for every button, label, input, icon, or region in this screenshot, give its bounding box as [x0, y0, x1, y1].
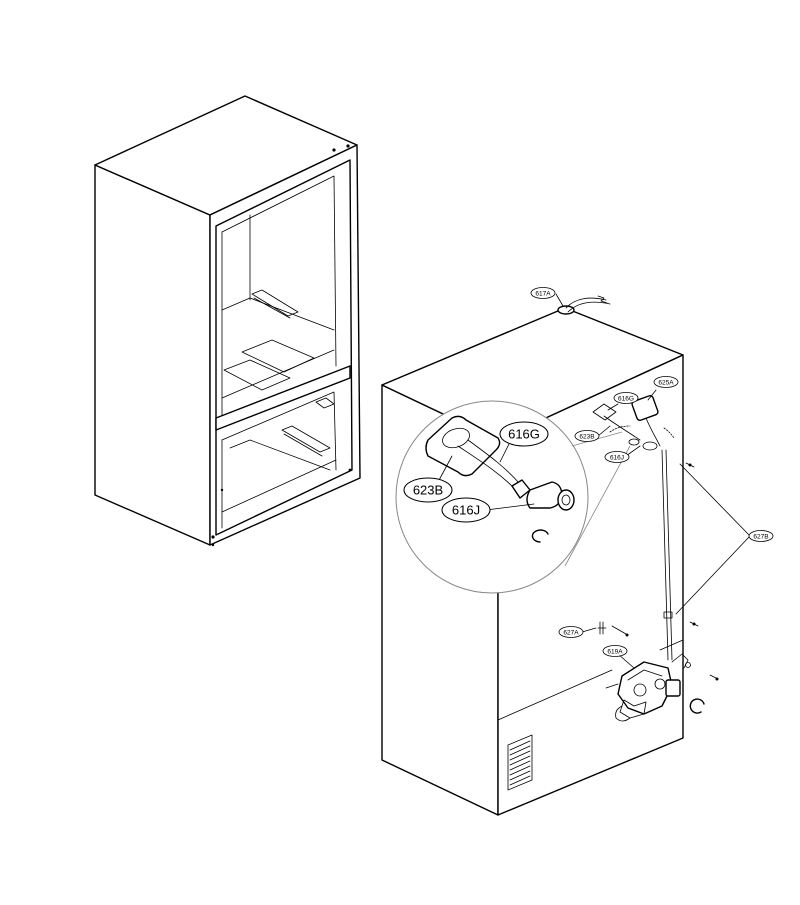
detail-snap-ring [531, 529, 549, 543]
tube-clip [663, 611, 673, 619]
callout-627B: 627B [748, 530, 774, 542]
callout-625A: 625A [653, 376, 679, 388]
callout-627A: 627A [558, 626, 584, 638]
callout-623B-small: 623B [574, 430, 600, 442]
gasket-623B [425, 415, 501, 477]
callout-616J-big: 616J [441, 497, 491, 523]
callout-text: 627A [563, 630, 579, 637]
callout-text: 616J [452, 503, 480, 518]
callout-616G-small: 616G [613, 392, 639, 404]
cabinet-divider [215, 365, 351, 431]
cabinet-front-frame [209, 144, 361, 546]
callout-text: 616J [610, 455, 624, 462]
front-cabinet [94, 95, 361, 547]
detail-magnifier [395, 400, 631, 594]
cabinet-opening [215, 159, 353, 536]
water-tube [661, 449, 669, 661]
callout-text: 627B [753, 534, 768, 541]
callout-623B-big: 623B [403, 477, 453, 503]
rear-vent-grille [507, 734, 533, 791]
callout-619A: 619A [602, 645, 628, 657]
callout-text: 623B [413, 483, 443, 498]
callout-text: 616G [618, 396, 634, 403]
leader-lines [437, 293, 751, 669]
callout-text: 619A [607, 649, 623, 656]
callout-text: 616G [508, 427, 540, 442]
tube-fitting-small [592, 394, 675, 451]
snap-ring [689, 698, 705, 714]
callout-text: 617A [535, 291, 551, 298]
callout-616J-small: 616J [604, 451, 630, 463]
cabinet-left-side [94, 164, 211, 546]
callout-text: 625A [658, 380, 674, 387]
callout-617A: 617A [530, 287, 556, 299]
screw-627A [597, 621, 629, 637]
water-valve [605, 653, 691, 722]
callout-616G-big: 616G [499, 421, 549, 447]
inlet-grommet [557, 305, 575, 315]
callout-text: 623B [579, 434, 594, 441]
